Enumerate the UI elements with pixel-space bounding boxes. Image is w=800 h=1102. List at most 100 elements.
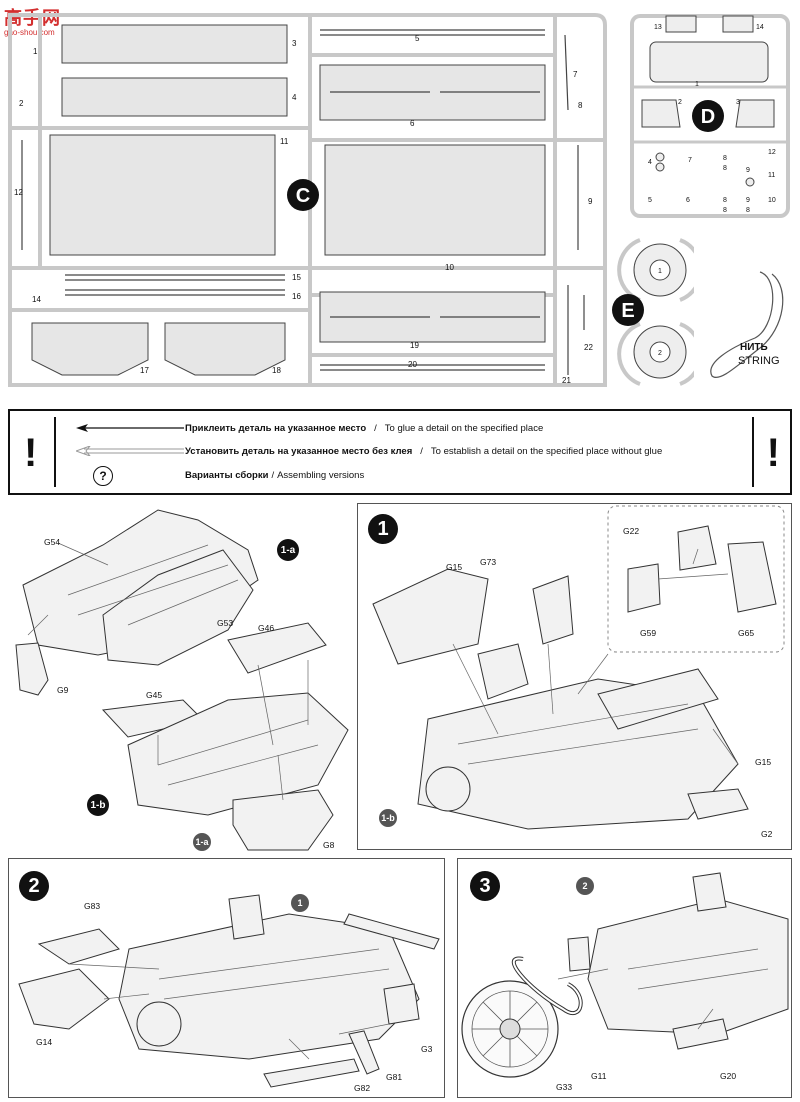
step-1-panel: 1 1-b G15 G73 G22 G59 G65 G15 G2 [357,503,792,850]
svg-text:8: 8 [723,197,727,204]
part-g11: G11 [591,1071,607,1081]
svg-text:8: 8 [578,101,583,110]
svg-text:12: 12 [14,188,23,197]
part-g59: G59 [640,628,657,638]
svg-text:14: 14 [32,295,41,304]
svg-text:5: 5 [415,34,420,43]
legend-glue-en: To glue a detail on the specified place [384,422,544,434]
svg-text:9: 9 [746,197,750,204]
svg-text:15: 15 [292,273,301,282]
step-3-panel: 3 2 G11 G33 G20 [457,858,792,1098]
question-icon: ? [93,466,113,486]
svg-text:11: 11 [768,172,775,179]
svg-text:2: 2 [678,99,682,106]
svg-text:8: 8 [723,207,727,214]
legend-variant-row: Варианты сборки / Assembling versions [185,469,365,481]
svg-text:21: 21 [562,376,571,385]
svg-text:10: 10 [445,263,454,272]
svg-text:20: 20 [408,360,417,369]
string-label-ru: НИТЬ [740,342,768,353]
svg-text:9: 9 [588,197,593,206]
part-g81: G81 [386,1072,403,1082]
string-illustration [710,271,784,379]
part-g54: G54 [44,537,61,547]
glue-arrow-icon [76,424,184,432]
svg-text:13: 13 [654,24,662,31]
part-g20: G20 [720,1071,737,1081]
sprue-e-diagram: 1 2 E [612,238,694,386]
step-2-ref-badge: 1 [291,894,309,912]
svg-text:3: 3 [736,99,740,106]
string-label-en: STRING [738,355,780,367]
legend-glue-row: Приклеить деталь на указанное место / To… [185,422,544,434]
svg-text:6: 6 [686,197,690,204]
svg-text:3: 3 [292,39,297,48]
step-3-number: 3 [470,871,500,901]
legend-variant-ru: Варианты сборки [185,469,269,481]
svg-text:4: 4 [648,159,652,166]
svg-text:1: 1 [658,268,662,275]
svg-text:5: 5 [648,197,652,204]
part-g53: G53 [217,618,234,628]
legend-noglue-row: Установить деталь на указанное место без… [185,445,663,457]
no-glue-arrow-icon [76,446,184,456]
part-g33: G33 [556,1082,573,1092]
svg-text:9: 9 [746,167,750,174]
svg-text:4: 4 [292,93,297,102]
part-g73: G73 [480,557,497,567]
legend-divider-left [54,417,56,487]
svg-text:10: 10 [768,197,776,204]
part-g46: G46 [258,623,275,633]
sprue-d-letter: D [701,106,715,128]
svg-text:2: 2 [19,99,24,108]
step-1-ref-badge: 1-b [379,809,397,827]
step-1b-badge: 1-b [87,794,109,816]
svg-text:7: 7 [688,157,692,164]
step-2-panel: 2 1 G83 G14 G3 G82 G81 [8,858,445,1098]
part-g83: G83 [84,901,101,911]
part-g2: G2 [761,829,773,839]
step-1-number: 1 [368,514,398,544]
part-g65: G65 [738,628,755,638]
part-g9: G9 [57,685,69,695]
step-2-number: 2 [19,871,49,901]
svg-text:18: 18 [272,366,281,375]
legend-box: ! ! Приклеить деталь на указанное место … [8,409,792,495]
step-1a-illustration [15,509,349,851]
part-g8: G8 [323,840,335,850]
part-g82: G82 [354,1083,371,1093]
sprue-c-letter: C [296,185,310,207]
svg-text:17: 17 [140,366,149,375]
legend-glue-ru: Приклеить деталь на указанное место [185,422,367,434]
step-1a-ref-badge: 1-a [193,833,211,851]
part-g15-b: G15 [755,757,772,767]
legend-noglue-en: To establish a detail on the specified p… [430,445,663,457]
part-g22: G22 [623,526,640,536]
sprue-d-diagram: D 13 14 1 2 3 4 7 8 8 9 12 11 5 6 8 8 10… [630,14,790,218]
sprue-c-diagram: 3 4 11 12 1 2 5 6 7 8 9 10 14 15 16 17 1… [8,13,607,387]
svg-text:8: 8 [746,207,750,214]
svg-text:19: 19 [410,341,419,350]
legend-noglue-ru: Установить деталь на указанное место без… [185,445,413,457]
step-3-ref-badge: 2 [576,877,594,895]
part-g3: G3 [421,1044,433,1054]
svg-text:1: 1 [33,47,38,56]
part-g45: G45 [146,690,163,700]
svg-text:2: 2 [658,350,662,357]
svg-text:14: 14 [756,24,764,31]
sprue-e-letter: E [621,300,634,322]
step-1a-badge: 1-a [277,539,299,561]
svg-text:12: 12 [768,149,776,156]
watermark-url: gao-shou.com [4,28,55,37]
svg-text:8: 8 [723,165,727,172]
warning-mark-left: ! [24,431,38,475]
svg-text:11: 11 [280,137,289,146]
svg-text:16: 16 [292,292,301,301]
warning-mark-right: ! [766,431,780,475]
svg-text:22: 22 [584,343,593,352]
svg-text:6: 6 [410,119,415,128]
legend-variant-en: Assembling versions [277,469,365,481]
legend-divider-right [752,417,754,487]
part-g15-a: G15 [446,562,463,572]
svg-text:7: 7 [573,70,578,79]
